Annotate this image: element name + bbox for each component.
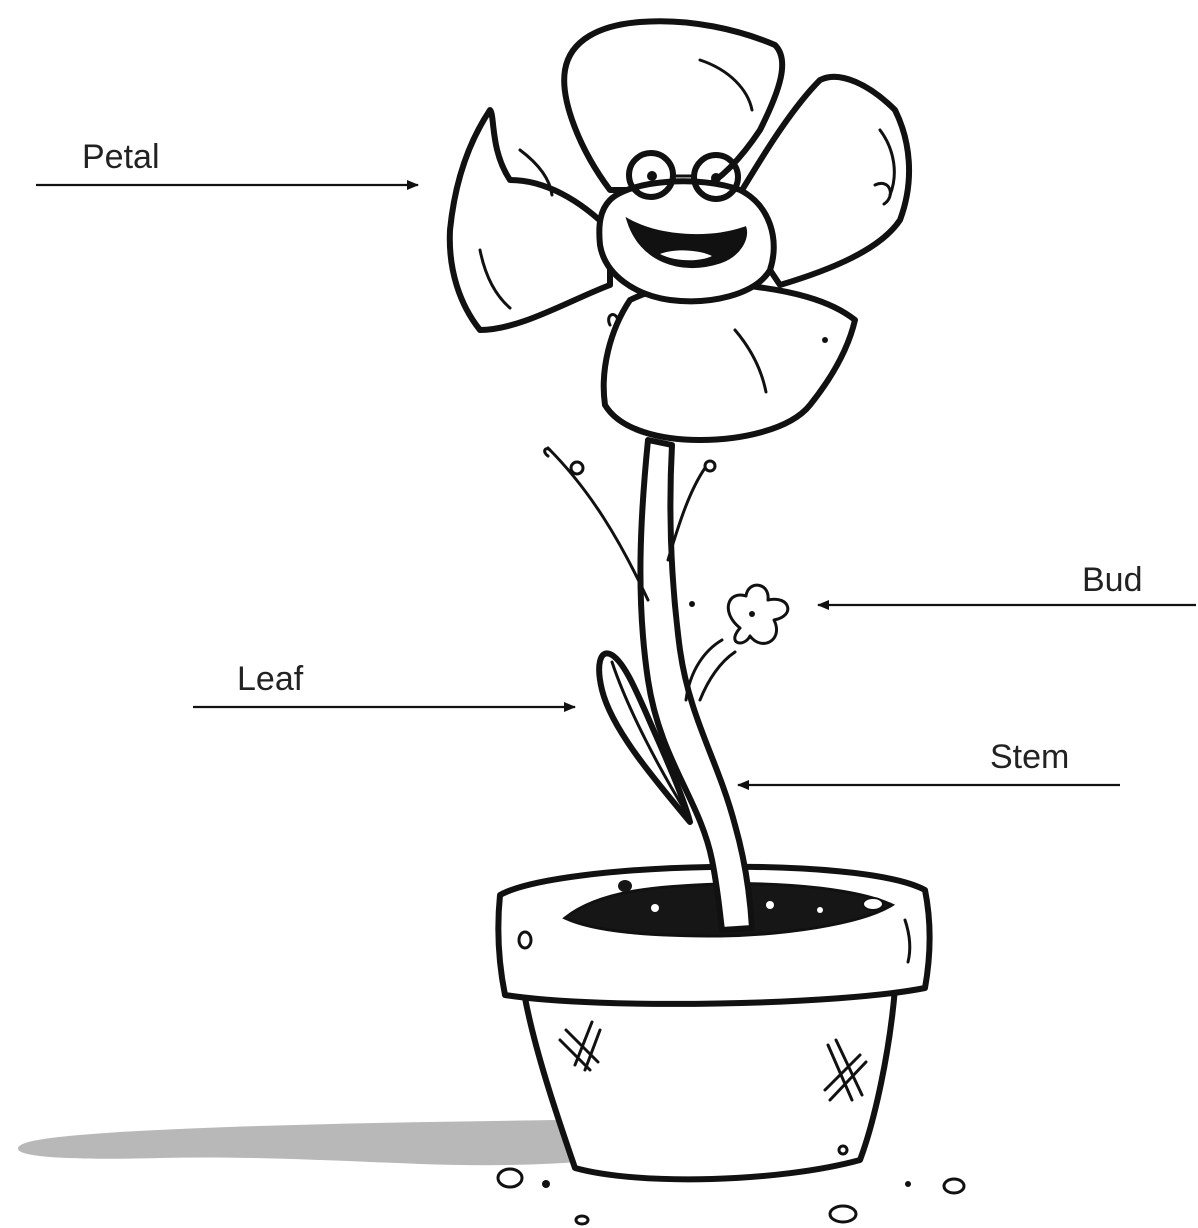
petal-label: Petal [82,138,160,176]
flower-pot [498,867,929,1180]
stem [640,440,752,930]
stem-label: Stem [990,738,1069,776]
flower-head [450,21,909,440]
ground-shadow [18,1120,600,1165]
bud-label: Bud [1082,561,1143,599]
leaf-label: Leaf [237,660,304,698]
bud [728,585,788,643]
petal-bottom [604,284,855,440]
